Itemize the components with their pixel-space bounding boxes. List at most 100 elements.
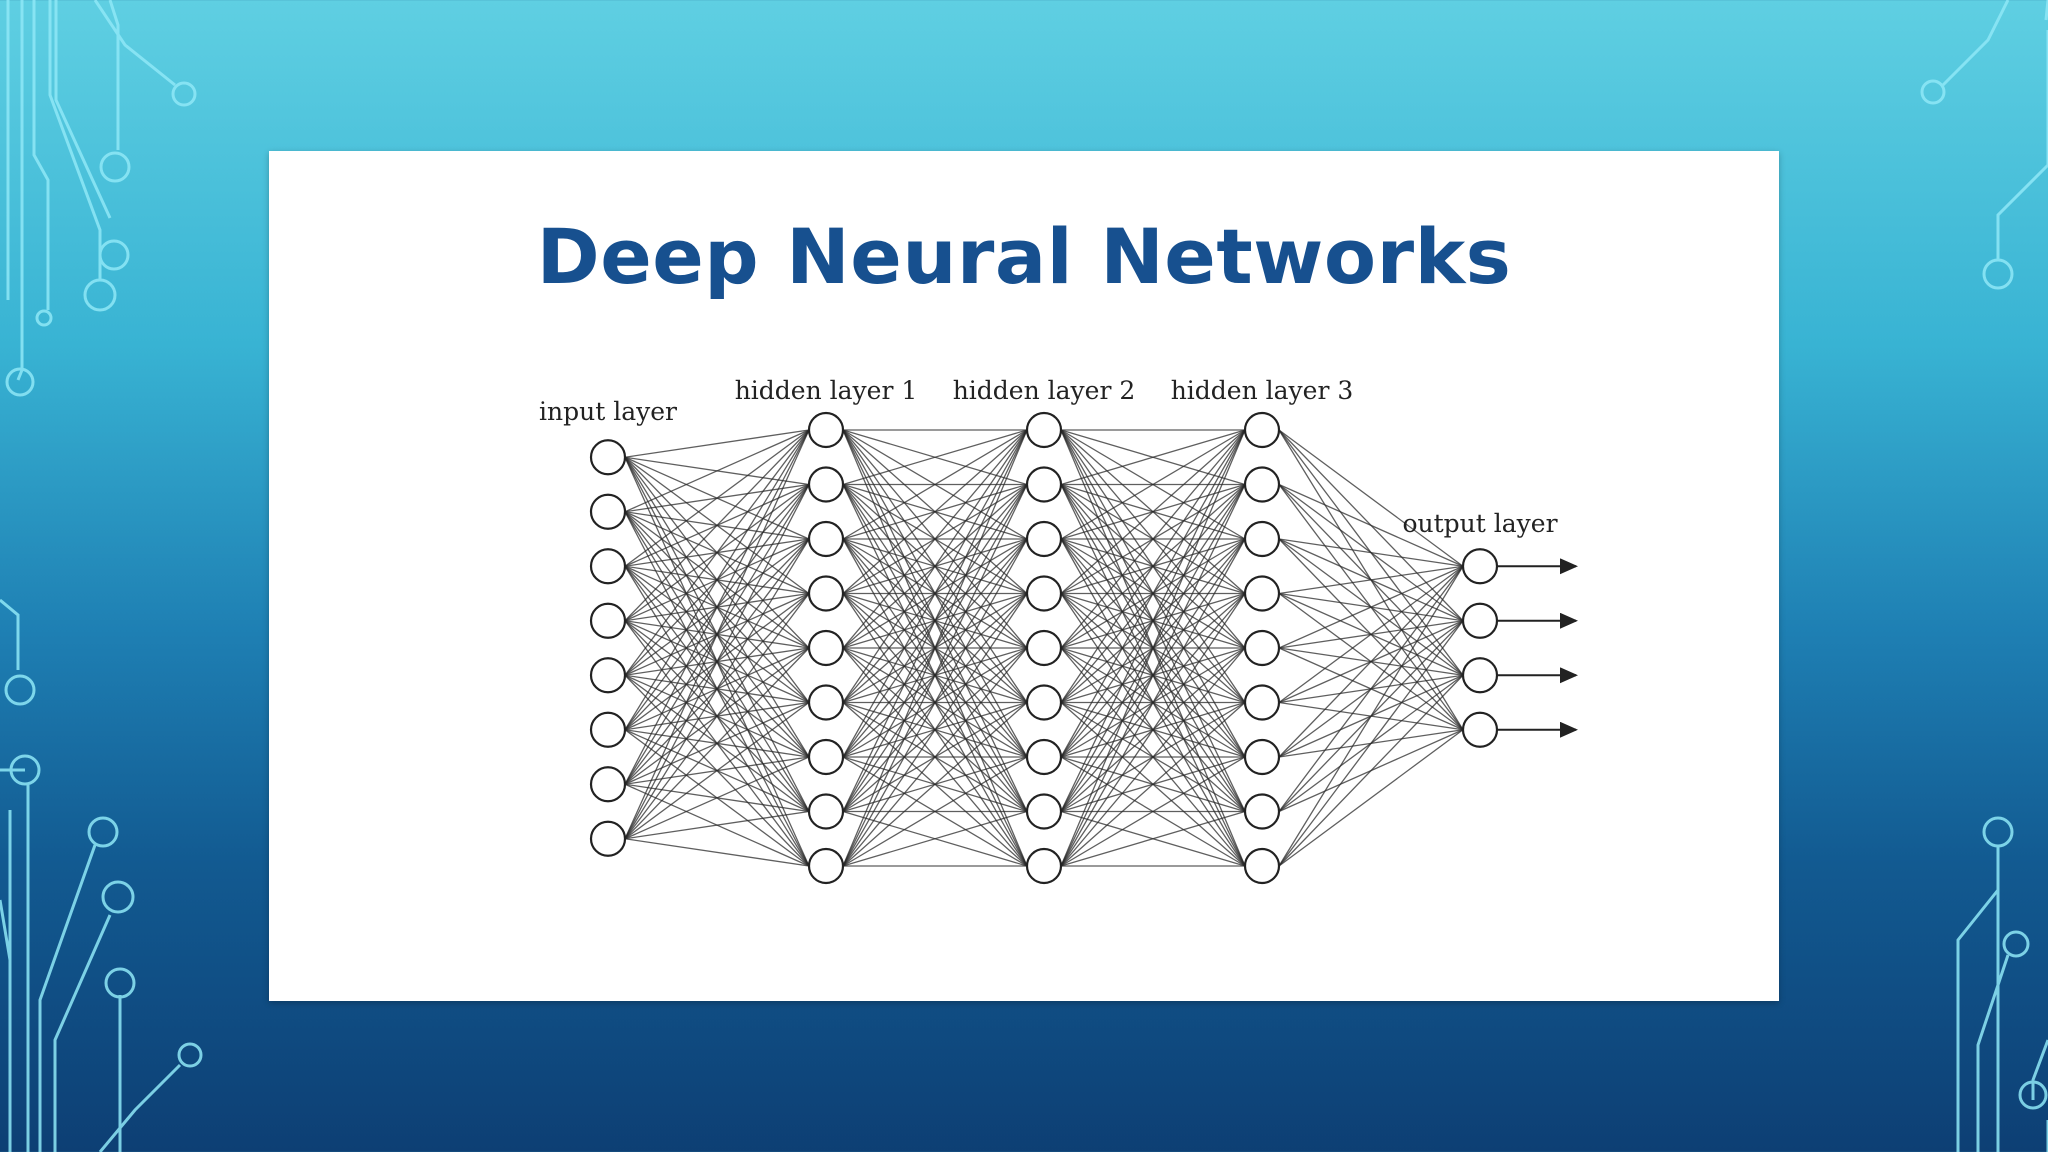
neuron-layer-0: [589, 766, 627, 803]
input-layer-label: input layer: [539, 397, 677, 426]
network-connections: [624, 429, 1464, 867]
neuron-layer-0: [589, 711, 627, 748]
connection-edge: [624, 756, 810, 840]
connection-edge: [624, 429, 810, 840]
connection-edge: [842, 484, 1028, 867]
connection-edge: [624, 429, 810, 622]
hidden-layer-1-label: hidden layer 1: [735, 376, 918, 405]
connection-edge: [624, 429, 810, 731]
connection-edge: [1060, 429, 1246, 867]
connection-edge: [1060, 756, 1246, 867]
neuron-layer-0: [589, 602, 627, 639]
connection-edge: [1060, 484, 1246, 867]
connection-edge: [842, 429, 1028, 594]
neuron-layer-1: [807, 411, 845, 449]
neuron-layer-1: [807, 466, 845, 503]
connection-edge: [842, 429, 1028, 867]
connection-edge: [1060, 647, 1246, 867]
connection-edge: [1278, 565, 1464, 595]
connection-edge: [1060, 429, 1246, 758]
neuron-layer-1: [807, 520, 845, 558]
connection-edge: [1060, 810, 1246, 867]
connection-edge: [1060, 702, 1246, 867]
neuron-layer-2: [1025, 629, 1063, 667]
connection-edge: [1278, 483, 1464, 567]
connection-edge: [624, 810, 810, 840]
connection-edge: [1060, 429, 1246, 812]
connection-edge: [842, 810, 1028, 867]
neuron-layer-2: [1025, 520, 1063, 558]
connection-edge: [624, 538, 810, 840]
connection-edge: [1278, 674, 1464, 867]
output-layer-label: output layer: [1402, 509, 1557, 538]
neuron-layer-3: [1243, 520, 1281, 558]
output-arrows: [1497, 558, 1578, 738]
neuron-layer-1: [807, 847, 845, 885]
neuron-layer-4: [1461, 711, 1499, 748]
neuron-layer-0: [589, 820, 627, 857]
neuron-layer-0: [589, 493, 627, 530]
neuron-layer-3: [1243, 847, 1281, 885]
neuron-layer-3: [1243, 684, 1281, 721]
neuron-layer-3: [1243, 411, 1281, 449]
neuron-layer-0: [589, 657, 627, 694]
connection-edge: [624, 593, 810, 840]
circuit-decoration-right: [1920, 0, 2048, 1152]
neuron-layer-3: [1243, 629, 1281, 667]
network-neurons: [589, 411, 1499, 885]
layer-labels: input layer hidden layer 1 hidden layer …: [539, 376, 1558, 538]
slide-title: Deep Neural Networks: [536, 212, 1512, 301]
connection-edge: [1278, 538, 1464, 567]
neuron-layer-1: [807, 793, 845, 830]
neuron-layer-2: [1025, 684, 1063, 721]
connection-edge: [1060, 429, 1246, 486]
neuron-layer-3: [1243, 466, 1281, 503]
connection-edge: [1278, 565, 1464, 867]
hidden-layer-3-label: hidden layer 3: [1171, 376, 1354, 405]
connection-edge: [624, 429, 810, 785]
neuron-layer-2: [1025, 738, 1063, 776]
neuron-layer-3: [1243, 793, 1281, 830]
neuron-layer-2: [1025, 466, 1063, 503]
neuron-layer-2: [1025, 575, 1063, 612]
connection-edge: [624, 647, 810, 840]
connection-edge: [624, 429, 810, 567]
connection-edge: [1278, 729, 1464, 867]
neuron-layer-0: [589, 548, 627, 585]
connection-edge: [1060, 429, 1246, 594]
connection-edge: [842, 429, 1028, 703]
connection-edge: [1278, 565, 1464, 758]
neuron-layer-0: [589, 439, 627, 476]
neuron-layer-3: [1243, 575, 1281, 612]
connection-edge: [842, 429, 1028, 758]
connection-edge: [842, 429, 1028, 540]
neuron-layer-4: [1461, 548, 1499, 585]
connection-edge: [1060, 538, 1246, 867]
circuit-decoration-left: [0, 0, 203, 1152]
neuron-layer-4: [1461, 602, 1499, 639]
connection-edge: [842, 593, 1028, 867]
connection-edge: [842, 756, 1028, 867]
connection-edge: [624, 429, 810, 513]
neuron-layer-3: [1243, 738, 1281, 776]
connection-edge: [624, 429, 810, 458]
connection-edge: [842, 702, 1028, 867]
neuron-layer-2: [1025, 793, 1063, 830]
neuron-layer-1: [807, 738, 845, 776]
connection-edge: [1060, 429, 1246, 703]
connection-edge: [842, 429, 1028, 649]
connection-edge: [1278, 565, 1464, 812]
neuron-layer-1: [807, 629, 845, 667]
neuron-layer-1: [807, 684, 845, 721]
connection-edge: [1278, 565, 1464, 649]
hidden-layer-2-label: hidden layer 2: [953, 376, 1136, 405]
connection-edge: [1060, 593, 1246, 867]
connection-edge: [1278, 620, 1464, 867]
connection-edge: [842, 429, 1028, 812]
connection-edge: [1278, 429, 1464, 567]
neuron-layer-2: [1025, 411, 1063, 449]
neuron-layer-4: [1461, 657, 1499, 694]
connection-edge: [624, 838, 810, 867]
connection-edge: [624, 484, 810, 840]
